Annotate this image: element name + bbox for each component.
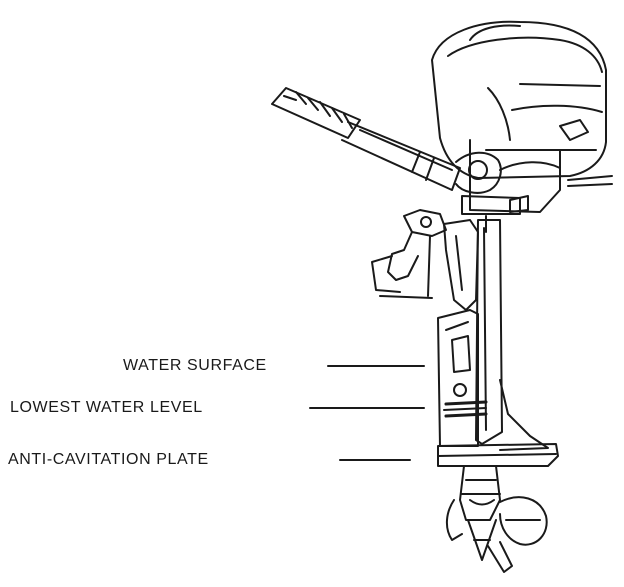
engine-lower-housing xyxy=(469,119,613,213)
label-anti-cavitation-plate: ANTI-CAVITATION PLATE xyxy=(8,451,209,468)
stern-bracket xyxy=(443,195,521,311)
shaft-housing xyxy=(437,219,549,451)
tiller-handle xyxy=(271,87,502,194)
engine-cowling xyxy=(431,20,607,179)
label-lowest-water-level: LOWEST WATER LEVEL xyxy=(10,399,203,416)
clamp-bracket xyxy=(371,209,447,299)
gearcase-propeller xyxy=(446,465,548,573)
callout-leaders xyxy=(309,365,425,461)
anti-cavitation-plate xyxy=(437,443,559,467)
label-water-surface: WATER SURFACE xyxy=(123,357,267,374)
